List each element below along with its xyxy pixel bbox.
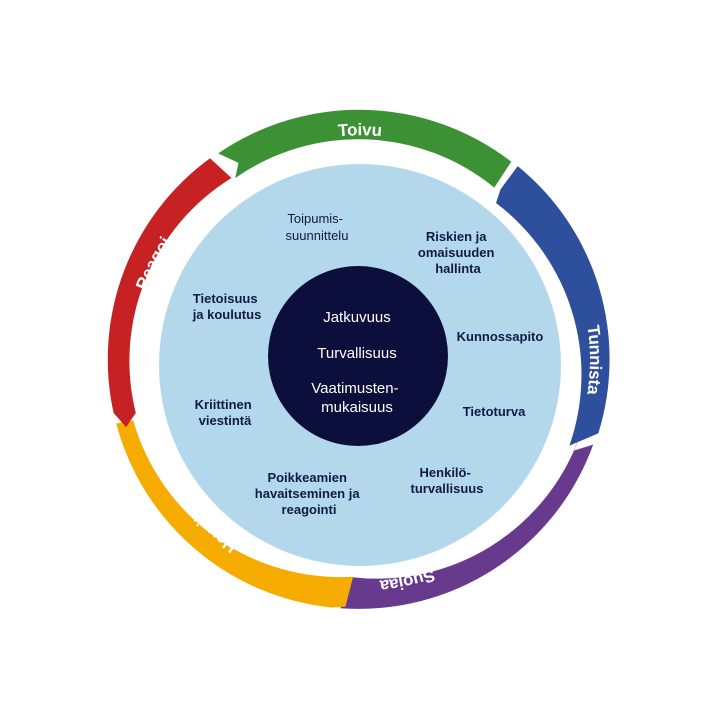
topic-kriittinen-viestinta: Kriittinen viestintä (195, 397, 256, 428)
segment-reagoi (107, 158, 232, 428)
topic-tietoturva: Tietoturva (463, 404, 526, 419)
topic-labels: Toipumis- suunnittelu Riskien ja omaisuu… (192, 211, 544, 517)
topic-kunnossapito: Kunnossapito (457, 329, 544, 344)
core-vaatimustenmukaisuus: Vaatimusten- mukaisuus (311, 380, 402, 416)
topic-riskien-hallinta: Riskien ja omaisuuden hallinta (418, 229, 498, 276)
core-circle (268, 266, 448, 446)
core-jatkuvuus: Jatkuvuus (323, 309, 391, 326)
core-turvallisuus: Turvallisuus (317, 345, 396, 362)
segment-suojaa (340, 436, 594, 609)
topic-tietoisuus-koulutus: Tietoisuus ja koulutus (192, 291, 262, 322)
segment-tunnista (496, 166, 610, 446)
cycle-ring (107, 109, 610, 609)
segment-toivu (218, 109, 512, 188)
topic-toipumissuunnittelu: Toipumis- suunnittelu (286, 211, 349, 243)
label-tunnista: Tunnista (583, 324, 605, 396)
segment-havaitse (116, 420, 354, 608)
topic-poikkeamien-havaitseminen: Poikkeamien havaitseminen ja reagointi (255, 470, 363, 517)
label-toivu: Toivu (337, 120, 382, 140)
topic-henkiloturvallisuus: Henkilö- turvallisuus (411, 465, 484, 496)
core-labels: Jatkuvuus Turvallisuus Vaatimusten- muka… (311, 309, 402, 416)
